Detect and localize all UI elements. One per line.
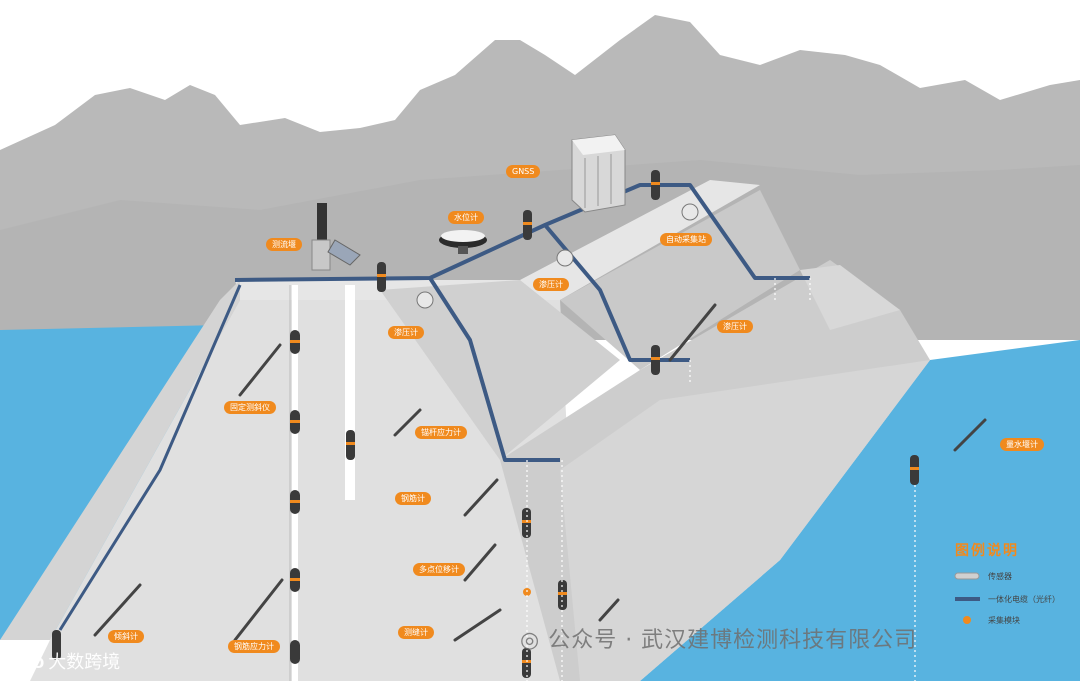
label-fixed-inclinometer: 固定测斜仪 (224, 401, 276, 414)
dam-front-face (30, 300, 580, 681)
label-auto-station: 自动采集站 (660, 233, 712, 246)
label-weir: 测流堰 (266, 238, 302, 251)
label-osmometer-2: 渗压计 (388, 326, 424, 339)
cable-upstream (58, 284, 242, 631)
label-steel-bar-stress: 钢筋应力计 (228, 640, 280, 653)
surface-sensors (416, 203, 699, 309)
brand-logo-icon: LOO (12, 656, 45, 672)
borehole-2 (345, 285, 355, 500)
dam-crest (235, 180, 760, 300)
water-level-station (311, 203, 361, 271)
legend-item-cable: 一体化电缆（光纤） (988, 595, 1060, 604)
legend-icons (954, 572, 980, 624)
sensor-bands (290, 182, 919, 663)
label-osmometer-1: 渗压计 (533, 278, 569, 291)
dam-lower-berm (560, 360, 930, 681)
label-water-level-gauge: 水位计 (448, 211, 484, 224)
legend-item-module: 采集模块 (988, 616, 1020, 625)
wechat-icon: ◎ (520, 628, 549, 653)
wechat-watermark-text: 公众号 · 武汉建博检测科技有限公司 (548, 628, 918, 653)
label-joint-meter: 测缝计 (398, 626, 434, 639)
dam-slope-2 (560, 190, 800, 370)
dam-downstream-toe (800, 265, 900, 330)
label-gnss: GNSS (506, 165, 541, 178)
dam-upstream-face (0, 280, 240, 640)
label-strain-gauge: 钢筋计 (395, 492, 431, 505)
label-anchor-meter: 锚杆应力计 (415, 426, 467, 439)
wechat-watermark: ◎ 公众号 · 武汉建博检测科技有限公司 (520, 622, 917, 654)
label-inclinometer-small: 倾斜计 (108, 630, 144, 643)
label-seepage-gauge: 量水堰计 (1000, 438, 1044, 451)
label-multipoint-displacement: 多点位移计 (413, 563, 465, 576)
legend-title: 图例说明 (955, 543, 1019, 559)
label-osmometer-3: 渗压计 (717, 320, 753, 333)
legend-item-sensor: 传感器 (988, 572, 1012, 581)
dotted-lines (526, 278, 916, 681)
auto-station-cabinet (571, 134, 626, 213)
dam-slope-1 (380, 280, 620, 460)
brand-watermark-text: 大数跨境 (48, 652, 121, 673)
gnss-antenna (439, 230, 487, 254)
instruments (93, 303, 987, 642)
cable-branch-1 (428, 276, 560, 462)
downstream-water-right (640, 340, 1080, 681)
